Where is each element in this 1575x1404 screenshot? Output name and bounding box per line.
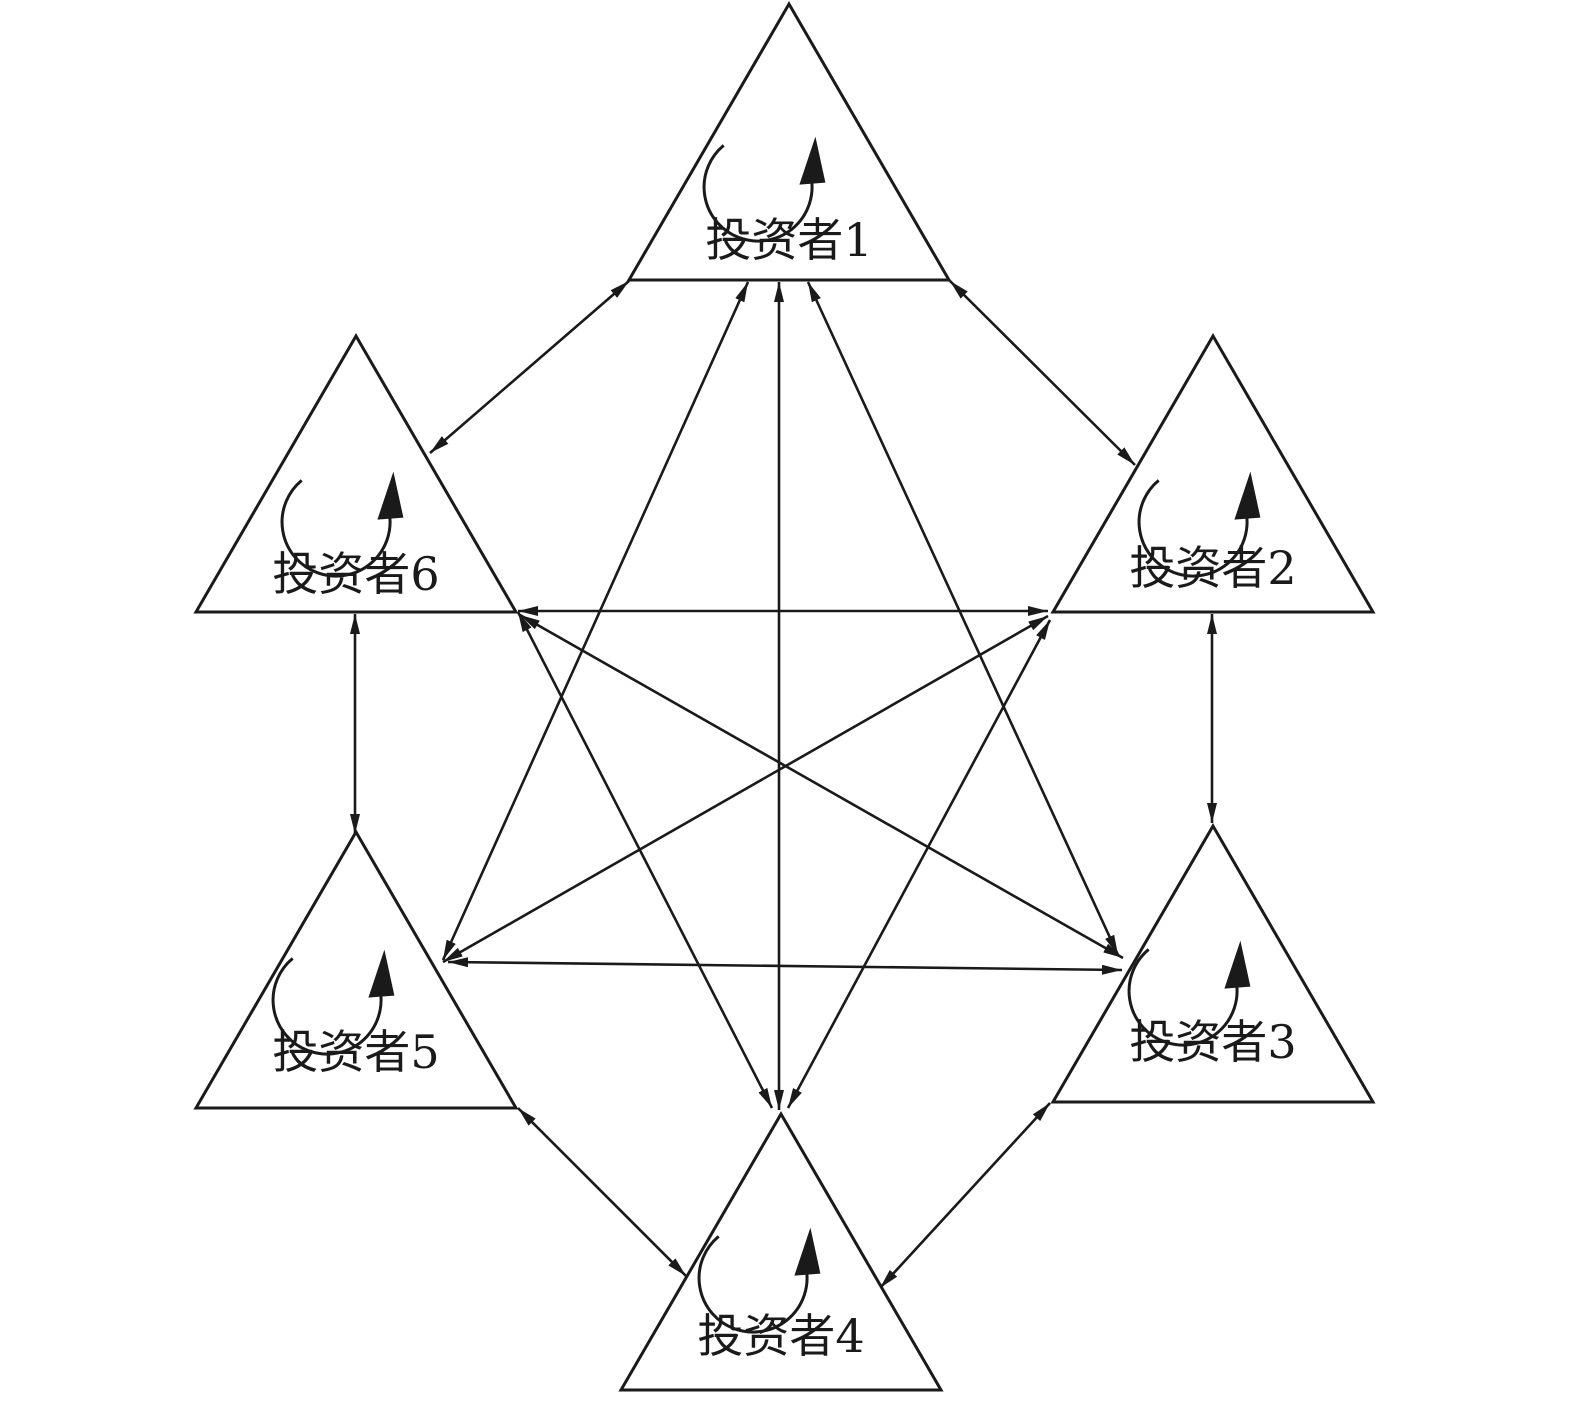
node-investor-1: 投资者1 [626, 1, 952, 282]
self-loop-icon [1127, 948, 1239, 1047]
self-loop-icon [702, 144, 814, 243]
edge-n1-n3 [806, 281, 1120, 956]
node-investor-5: 投资者5 [193, 829, 519, 1110]
self-loop-icon [271, 957, 383, 1056]
self-loop-arrowhead-icon [368, 949, 395, 998]
edge-n3-n4 [879, 1102, 1051, 1289]
edge-n6-n3 [519, 613, 1124, 960]
node-investor-2: 投资者2 [1050, 333, 1376, 614]
edge-n1-n2 [949, 280, 1136, 466]
edge-n5-n3 [447, 957, 1123, 975]
edge-n2-n4 [786, 619, 1052, 1109]
node-triangle [193, 333, 519, 614]
node-label: 投资者1 [705, 213, 872, 267]
node-label: 投资者2 [1129, 541, 1296, 595]
edge-n2-n5 [442, 614, 1049, 964]
self-loop-icon [697, 1235, 809, 1334]
node-investor-4: 投资者4 [618, 1111, 944, 1392]
node-triangle [1050, 823, 1376, 1104]
node-triangle [193, 829, 519, 1110]
node-label: 投资者5 [272, 1025, 439, 1079]
node-investor-6: 投资者6 [193, 333, 519, 614]
edge-n5-n4 [517, 1107, 687, 1277]
node-triangle [1050, 333, 1376, 614]
node-label: 投资者6 [272, 547, 439, 601]
self-loop-arrowhead-icon [377, 471, 404, 520]
node-label: 投资者4 [697, 1309, 864, 1363]
self-loop-arrowhead-icon [799, 136, 826, 185]
edges-layer [350, 280, 1217, 1289]
self-loop-icon [280, 479, 392, 578]
self-loop-arrowhead-icon [1224, 940, 1251, 989]
node-investor-3: 投资者3 [1050, 823, 1376, 1104]
self-loop-icon [1137, 479, 1249, 578]
self-loop-arrowhead-icon [794, 1227, 821, 1276]
node-triangle [618, 1111, 944, 1392]
edge-n1-n5 [441, 281, 750, 961]
node-label: 投资者3 [1129, 1015, 1296, 1069]
self-loop-arrowhead-icon [1234, 471, 1261, 520]
edge-n1-n6 [429, 280, 630, 454]
